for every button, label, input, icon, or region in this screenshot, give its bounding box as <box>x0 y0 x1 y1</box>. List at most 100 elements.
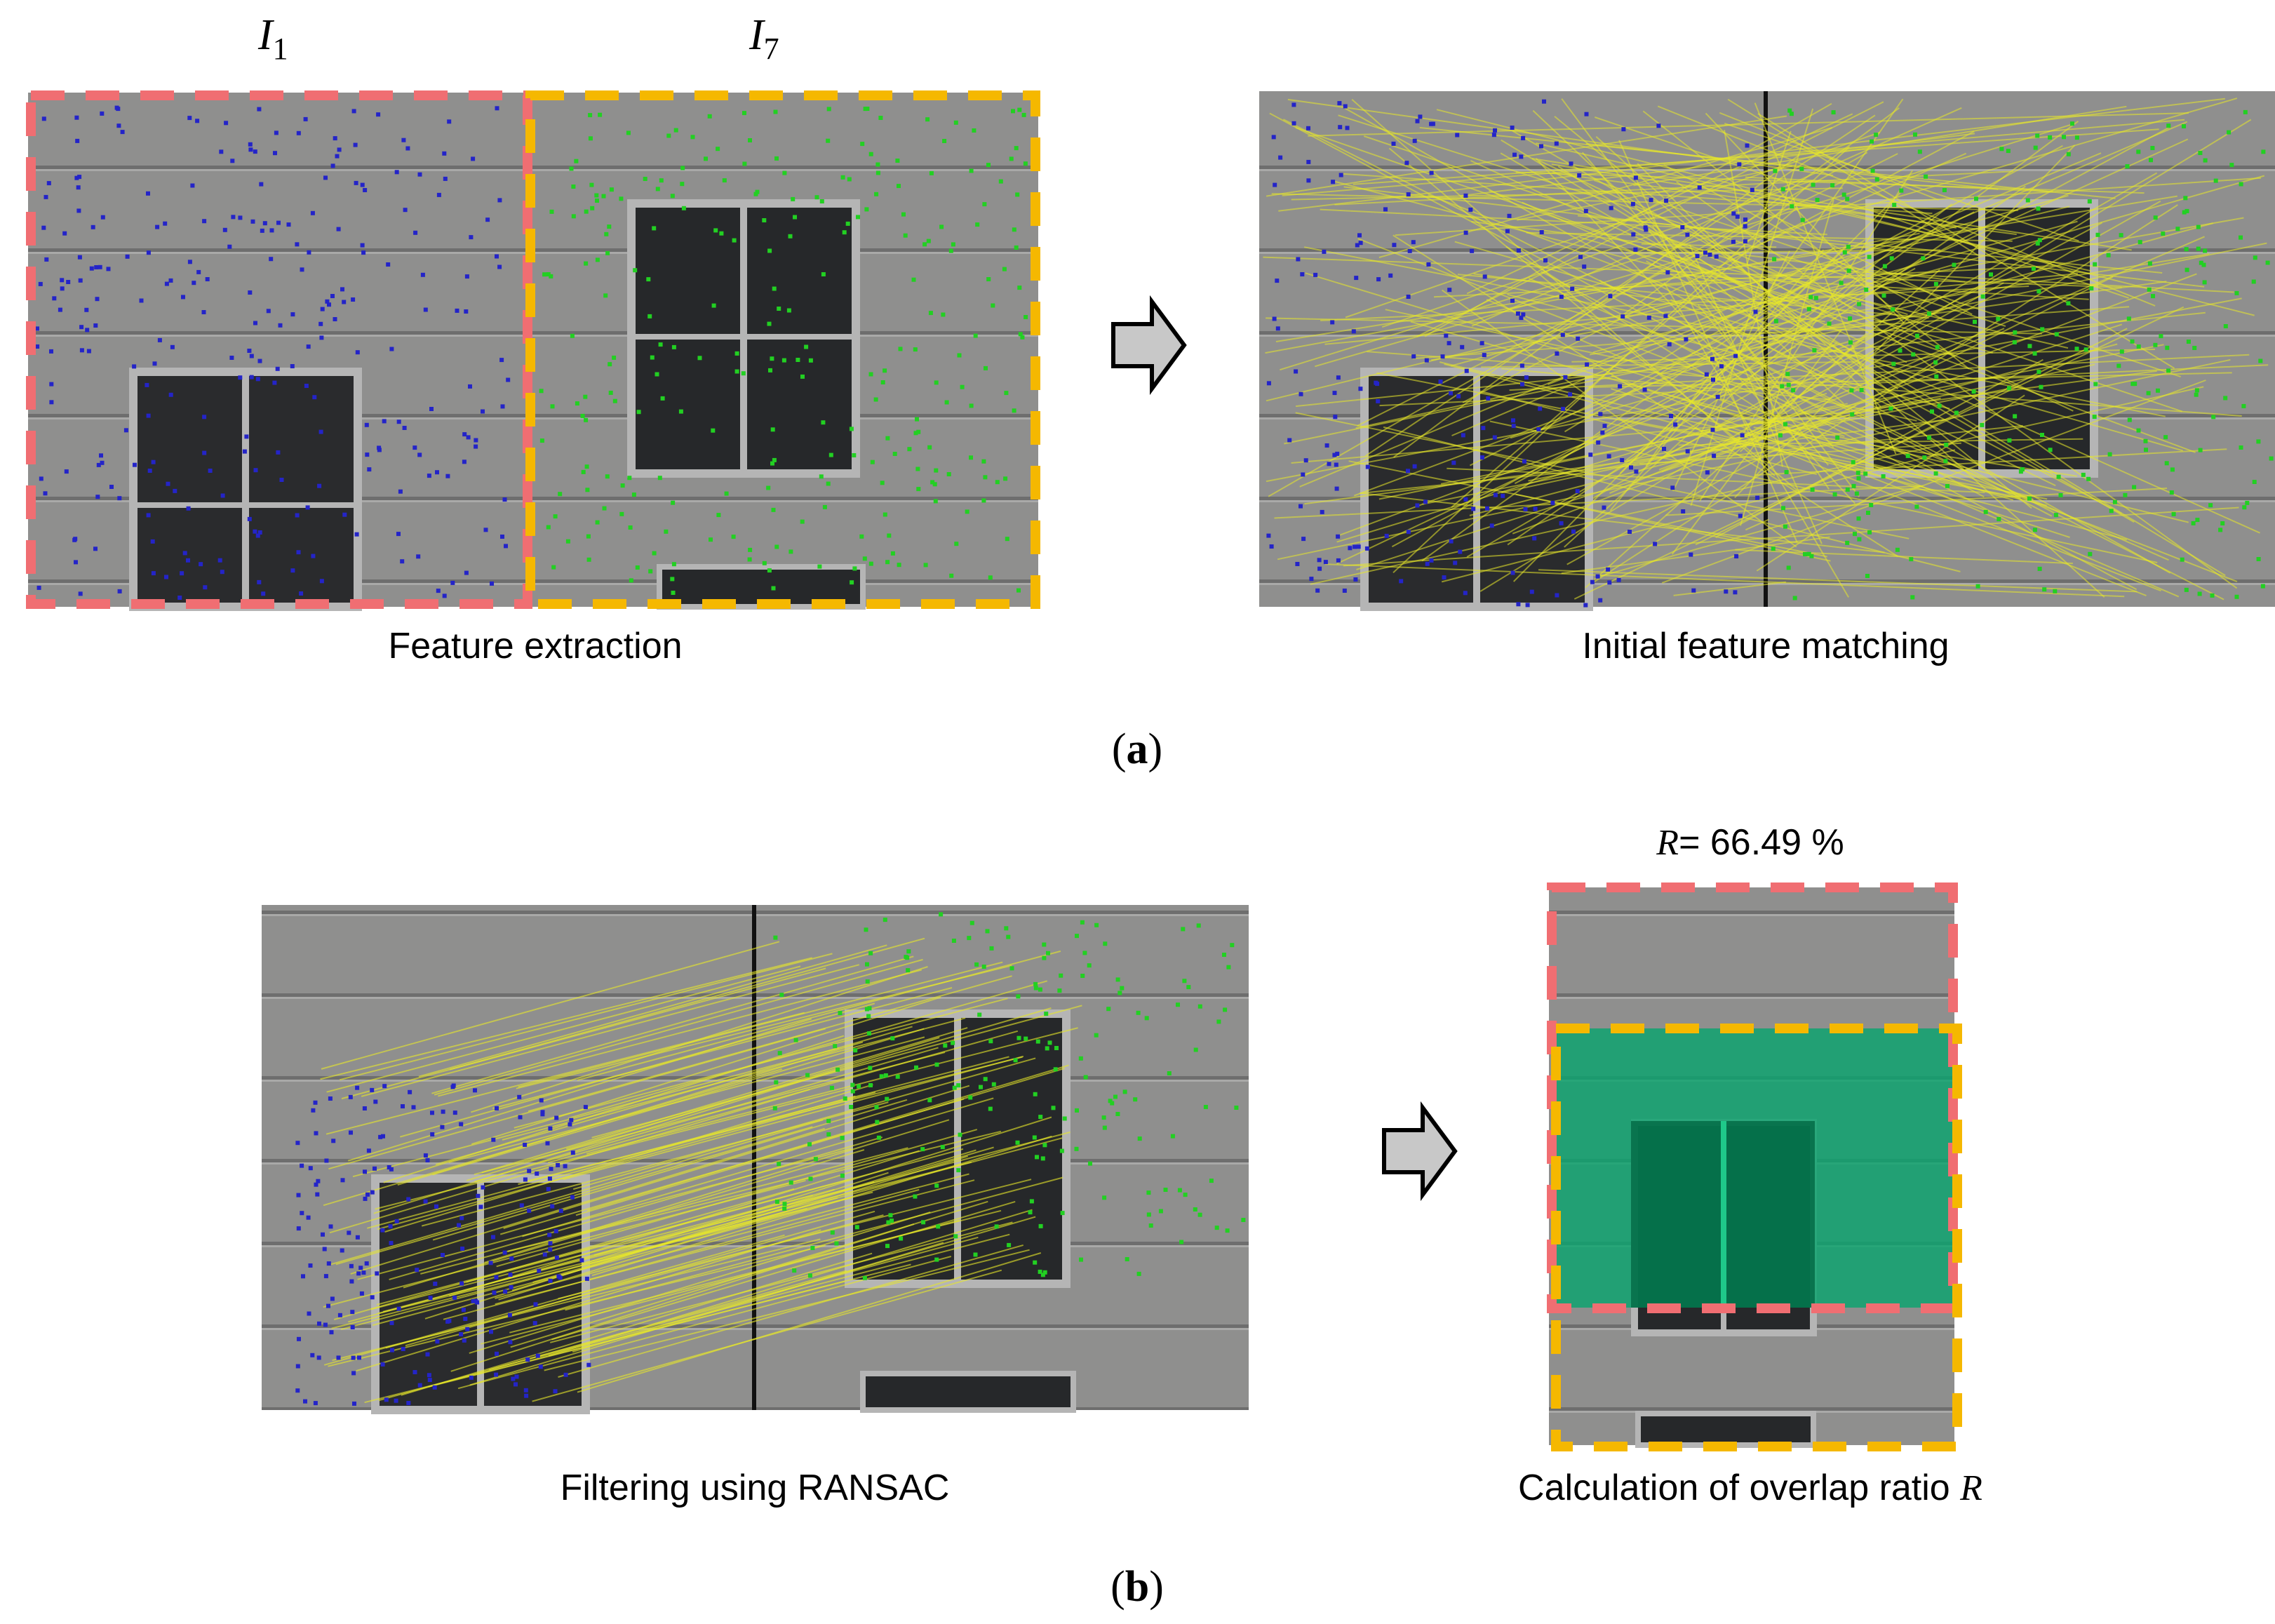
keypoint-marker <box>1905 453 1910 458</box>
keypoint-marker <box>524 1393 529 1398</box>
keypoint-marker <box>883 918 887 922</box>
keypoint-marker <box>441 1109 445 1114</box>
keypoint-marker <box>1016 994 1021 999</box>
keypoint-marker <box>351 109 356 114</box>
keypoint-marker <box>2037 566 2042 571</box>
keypoint-marker <box>1115 977 1120 982</box>
keypoint-marker <box>748 547 753 552</box>
keypoint-marker <box>164 575 168 579</box>
keypoint-marker <box>842 230 847 235</box>
keypoint-marker <box>1803 552 1807 556</box>
keypoint-marker <box>1118 991 1122 995</box>
keypoint-marker <box>1074 1146 1079 1151</box>
keypoint-marker <box>79 325 84 330</box>
keypoint-marker <box>673 128 678 133</box>
keypoint-marker <box>2125 164 2130 169</box>
match-line <box>1433 264 2054 298</box>
keypoint-marker <box>1827 321 1832 326</box>
match-line <box>581 1116 1052 1266</box>
keypoint-marker <box>1559 295 1564 300</box>
keypoint-marker <box>257 530 262 535</box>
keypoint-marker <box>1783 422 1787 427</box>
keypoint-marker <box>1889 256 1894 261</box>
keypoint-marker <box>1529 589 1534 594</box>
keypoint-marker <box>969 168 974 173</box>
keypoint-marker <box>523 1177 528 1182</box>
keypoint-marker <box>1038 1269 1042 1274</box>
keypoint-marker <box>1628 530 1632 534</box>
keypoint-marker <box>1870 168 1875 173</box>
keypoint-marker <box>459 1281 464 1286</box>
keypoint-marker <box>133 462 137 467</box>
keypoint-marker <box>619 196 624 201</box>
match-line <box>471 966 928 1113</box>
keypoint-marker <box>1193 1047 1198 1052</box>
keypoint-marker <box>1606 567 1611 572</box>
keypoint-marker <box>834 1241 839 1246</box>
keypoint-marker <box>850 580 854 585</box>
keypoint-marker <box>423 1153 428 1158</box>
keypoint-marker <box>1662 446 1666 451</box>
keypoint-marker <box>969 403 974 408</box>
keypoint-marker <box>1376 277 1381 282</box>
keypoint-marker <box>378 1134 383 1139</box>
ransac-panel <box>262 905 1249 1414</box>
match-line <box>1376 372 2021 499</box>
match-line <box>373 1069 838 1214</box>
keypoint-marker <box>681 206 686 210</box>
keypoint-marker <box>435 470 439 475</box>
keypoint-marker <box>1295 562 1300 566</box>
keypoint-marker <box>375 1271 380 1276</box>
keypoint-marker <box>1358 241 1363 246</box>
keypoint-marker <box>2239 182 2243 187</box>
keypoint-marker <box>850 1082 855 1087</box>
keypoint-marker <box>657 476 662 481</box>
keypoint-marker <box>767 321 772 326</box>
keypoint-marker <box>295 1141 300 1146</box>
match-line <box>1320 286 2029 321</box>
keypoint-marker <box>777 1162 781 1167</box>
keypoint-marker <box>532 1321 537 1326</box>
keypoint-marker <box>1555 351 1559 356</box>
keypoint-marker <box>311 553 316 558</box>
keypoint-marker <box>1012 227 1016 232</box>
keypoint-marker <box>594 193 599 198</box>
keypoint-marker <box>117 496 122 501</box>
keypoint-marker <box>403 208 408 213</box>
keypoint-marker <box>770 356 774 361</box>
keypoint-marker <box>1101 1115 1106 1120</box>
keypoint-marker <box>1331 180 1336 184</box>
keypoint-marker <box>713 228 718 233</box>
keypoint-marker <box>146 413 151 418</box>
match-line <box>1637 163 1881 408</box>
keypoint-marker <box>979 1085 983 1089</box>
keypoint-marker <box>796 358 800 362</box>
keypoint-marker <box>2048 135 2053 140</box>
keypoint-marker <box>998 179 1003 184</box>
keypoint-marker <box>370 1087 375 1092</box>
keypoint-marker <box>1576 336 1581 341</box>
keypoint-marker <box>2184 587 2189 592</box>
match-line <box>326 1012 805 1135</box>
keypoint-marker <box>558 1275 563 1280</box>
keypoint-marker <box>100 460 105 465</box>
match-line <box>1336 346 1797 565</box>
keypoint-marker <box>548 1241 553 1246</box>
keypoint-marker <box>340 287 344 292</box>
keypoint-marker <box>1743 224 1747 229</box>
keypoint-marker <box>428 1296 433 1301</box>
keypoint-marker <box>1588 452 1593 457</box>
keypoint-marker <box>495 1351 499 1356</box>
keypoint-marker <box>463 1317 468 1321</box>
keypoint-marker <box>967 936 972 941</box>
keypoint-marker <box>1670 485 1675 490</box>
keypoint-marker <box>355 1085 360 1090</box>
keypoint-marker <box>1480 455 1484 460</box>
keypoint-marker <box>826 1118 831 1123</box>
keypoint-marker <box>936 1224 941 1229</box>
keypoint-marker <box>436 589 441 593</box>
keypoint-marker <box>1945 483 1949 488</box>
keypoint-marker <box>895 159 900 163</box>
keypoint-marker <box>366 1148 371 1153</box>
match-line <box>1469 343 2118 516</box>
